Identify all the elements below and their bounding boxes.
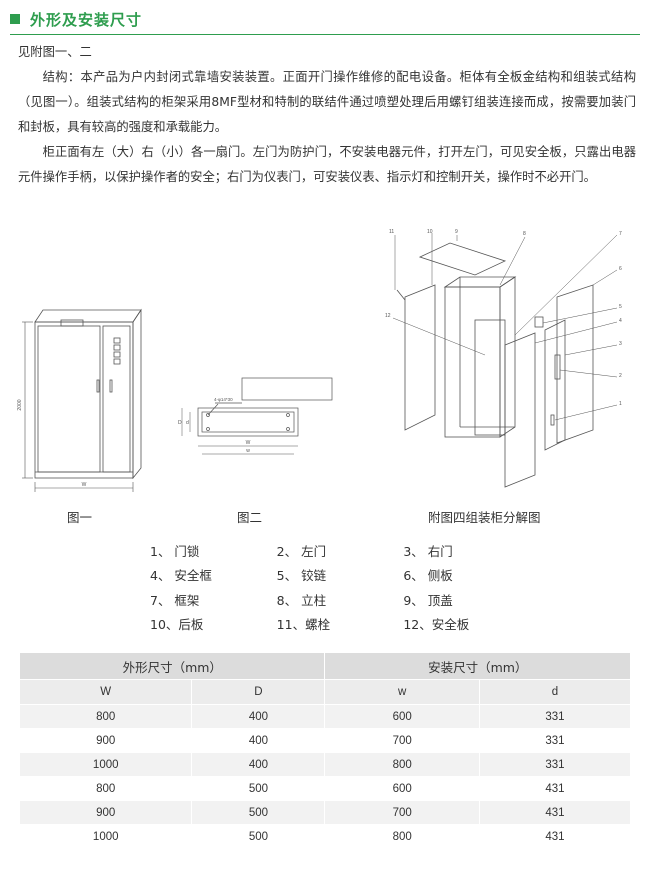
table-cell: 800 xyxy=(20,704,192,729)
legend-item: 1、 门锁 xyxy=(150,543,200,559)
figure-2-drawing: 4-φ14*30 D d W w xyxy=(178,377,333,455)
legend-row: 1、 门锁 2、 左门 3、 右门 xyxy=(150,538,530,563)
column-header: w xyxy=(324,679,480,705)
legend-item: 10、后板 xyxy=(150,617,204,633)
table-row: 800 500 600 431 xyxy=(20,776,630,801)
table-cell: 400 xyxy=(191,704,325,729)
legend-item: 5、 铰链 xyxy=(276,568,327,584)
table-row: 1000 400 800 331 xyxy=(20,752,630,777)
height-dim-label: 2000 xyxy=(17,399,23,410)
green-square-icon xyxy=(10,14,20,24)
legend-item: 6、 侧板 xyxy=(403,568,453,584)
figure-2-caption: 图二 xyxy=(237,510,263,525)
table-group-header-row: 外形尺寸（mm） 安装尺寸（mm） xyxy=(20,653,630,680)
parts-legend: 1、 门锁 2、 左门 3、 右门 4、 安全框 5、 铰链 6、 侧板 7、 … xyxy=(150,538,530,636)
table-cell: 600 xyxy=(324,776,480,801)
table-cell: 431 xyxy=(478,776,630,801)
callout-2: 2 xyxy=(619,373,622,379)
figure-reference: 见附图一、二 xyxy=(18,45,92,59)
callout-5: 5 xyxy=(619,304,622,310)
figure-1-drawing: 2000 W xyxy=(17,308,142,492)
callout-10: 10 xyxy=(427,229,433,235)
legend-item: 2、 左门 xyxy=(276,543,327,559)
legend-item: 12、安全板 xyxy=(403,617,470,633)
table-row: 800 400 600 331 xyxy=(20,704,630,729)
table-row: 900 500 700 431 xyxy=(20,800,630,825)
column-header: d xyxy=(478,679,630,705)
callout-7: 7 xyxy=(619,231,622,237)
table-cell: 431 xyxy=(478,824,630,849)
depth-inner-label: d xyxy=(186,420,189,426)
table-cell: 900 xyxy=(20,728,192,753)
legend-row: 7、 框架 8、 立柱 9、 顶盖 xyxy=(150,587,530,612)
figure-4-drawing: 11 10 9 8 7 6 5 4 3 2 1 12 xyxy=(385,229,622,488)
dimensions-table: 外形尺寸（mm） 安装尺寸（mm） W D w d 800 400 600 33… xyxy=(20,653,630,849)
table-cell: 900 xyxy=(20,800,192,825)
callout-9: 9 xyxy=(455,229,458,235)
door-paragraph: 柜正面有左（大）右（小）各一扇门。左门为防护门，不安装电器元件，打开左门，可见安… xyxy=(18,145,636,184)
legend-item: 11、螺栓 xyxy=(276,617,331,633)
table-cell: 700 xyxy=(324,800,480,825)
legend-item: 9、 顶盖 xyxy=(403,592,453,608)
figure-4-caption: 附图四组装柜分解图 xyxy=(428,510,541,525)
table-row: 900 400 700 331 xyxy=(20,728,630,753)
callout-12: 12 xyxy=(385,313,391,319)
legend-item: 8、 立柱 xyxy=(276,592,327,608)
width-inner-label: w xyxy=(246,448,250,454)
table-cell: 400 xyxy=(191,752,325,777)
header-divider xyxy=(10,34,640,35)
table-column-header-row: W D w d xyxy=(20,679,630,705)
table-cell: 500 xyxy=(191,776,325,801)
callout-3: 3 xyxy=(619,341,622,347)
outer-dims-header: 外形尺寸（mm） xyxy=(20,653,325,680)
width-dim-label: W xyxy=(82,482,87,488)
table-cell: 500 xyxy=(191,824,325,849)
legend-row: 4、 安全框 5、 铰链 6、 侧板 xyxy=(150,563,530,588)
section-header: 外形及安装尺寸 xyxy=(10,8,142,30)
column-header: W xyxy=(20,679,192,705)
install-dims-header: 安装尺寸（mm） xyxy=(324,653,630,680)
legend-item: 7、 框架 xyxy=(150,592,200,608)
body-text: 见附图一、二 结构：本产品为户内封闭式靠墙安装装置。正面开门操作维修的配电设备。… xyxy=(18,40,636,190)
callout-6: 6 xyxy=(619,266,622,272)
table-row: 1000 500 800 431 xyxy=(20,824,630,849)
callout-8: 8 xyxy=(523,231,526,237)
structure-paragraph: 结构：本产品为户内封闭式靠墙安装装置。正面开门操作维修的配电设备。柜体有全板金结… xyxy=(18,70,636,134)
table-cell: 331 xyxy=(478,752,630,777)
legend-item: 3、 右门 xyxy=(403,543,453,559)
table-cell: 1000 xyxy=(20,752,192,777)
section-title: 外形及安装尺寸 xyxy=(30,10,143,29)
table-cell: 1000 xyxy=(20,824,192,849)
table-cell: 800 xyxy=(324,824,480,849)
legend-row: 10、后板 11、螺栓 12、安全板 xyxy=(150,612,530,637)
callout-11: 11 xyxy=(389,229,394,235)
table-cell: 331 xyxy=(478,704,630,729)
table-cell: 800 xyxy=(324,752,480,777)
depth-label: D xyxy=(178,420,182,426)
width-outer-label: W xyxy=(246,440,251,446)
legend-item: 4、 安全框 xyxy=(150,568,212,584)
hole-spec-label: 4-φ14*30 xyxy=(214,397,233,402)
table-cell: 331 xyxy=(478,728,630,753)
table-cell: 400 xyxy=(191,728,325,753)
callout-1: 1 xyxy=(619,401,622,407)
column-header: D xyxy=(191,679,325,705)
figure-1-caption: 图一 xyxy=(67,510,93,525)
table-cell: 500 xyxy=(191,800,325,825)
table-cell: 431 xyxy=(478,800,630,825)
callout-4: 4 xyxy=(619,318,622,324)
table-cell: 800 xyxy=(20,776,192,801)
table-cell: 700 xyxy=(324,728,480,753)
table-cell: 600 xyxy=(324,704,480,729)
